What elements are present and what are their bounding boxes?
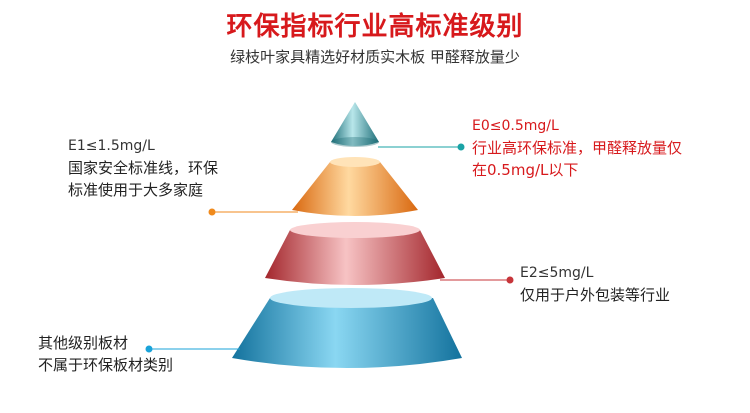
- label-e2-line1: 仅用于户外包装等行业: [520, 286, 671, 304]
- page-subtitle: 绿枝叶家具精选好材质实木板 甲醛释放量少: [230, 48, 520, 66]
- label-e1-line1: 国家安全标准线，环保: [68, 159, 219, 177]
- label-e0: E0≤0.5mg/L 行业高环保标准，甲醛释放量仅 在0.5mg/L以下: [472, 115, 682, 181]
- label-other-line2: 不属于环保板材类别: [38, 356, 174, 374]
- label-other: 其他级别板材 不属于环保板材类别: [38, 332, 173, 376]
- label-e0-line2: 在0.5mg/L以下: [472, 161, 579, 179]
- label-e1-line2: 标准使用于大多家庭: [68, 181, 204, 199]
- pyramid-tier-e1: [292, 157, 418, 216]
- connector-e0: [378, 143, 465, 151]
- page-title: 环保指标行业高标准级别: [226, 12, 524, 42]
- label-e0-line1: 行业高环保标准，甲醛释放量仅: [472, 139, 683, 157]
- connector-e2: [440, 276, 514, 284]
- label-e2-grade: E2≤5mg/L: [520, 265, 594, 281]
- connector-other: [145, 345, 240, 353]
- label-e2: E2≤5mg/L 仅用于户外包装等行业: [520, 262, 670, 306]
- pyramid-tier-other: [232, 288, 462, 368]
- label-e1: E1≤1.5mg/L 国家安全标准线，环保 标准使用于大多家庭: [68, 135, 218, 201]
- label-e1-grade: E1≤1.5mg/L: [68, 138, 155, 154]
- pyramid-tier-e2: [265, 222, 445, 285]
- label-other-line1: 其他级别板材: [38, 334, 129, 352]
- connector-e1: [208, 208, 298, 216]
- label-e0-grade: E0≤0.5mg/L: [472, 118, 559, 134]
- pyramid-tier-e0: [331, 102, 379, 147]
